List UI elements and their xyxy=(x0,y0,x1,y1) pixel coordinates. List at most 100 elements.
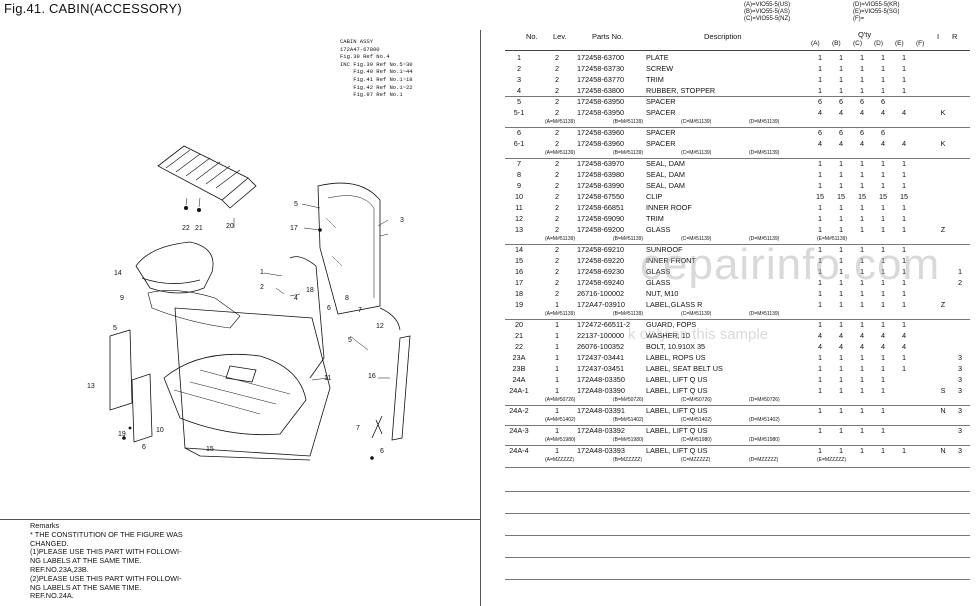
cell-qty: 1 xyxy=(838,375,844,384)
cell-ref-no: 8 xyxy=(516,170,522,179)
cell-qty: 1 xyxy=(817,353,823,362)
serial-range-cell: (C=M#50726) xyxy=(681,397,712,403)
cell-interchange: Z xyxy=(940,225,946,234)
serial-range-cell: (A=M#51139) xyxy=(545,311,576,317)
cell-remark: 3 xyxy=(957,364,963,373)
callout-14: 14 xyxy=(114,270,122,277)
cell-qty: 1 xyxy=(880,256,886,265)
cell-interchange: Z xyxy=(940,300,946,309)
cell-qty: 1 xyxy=(901,320,907,329)
cell-qty: 1 xyxy=(880,289,886,298)
cell-qty: 6 xyxy=(838,97,844,106)
cell-qty: 1 xyxy=(838,364,844,373)
serial-range-cell: (A=M#50726) xyxy=(545,397,576,403)
cell-part-no: 172458-63800 xyxy=(577,86,625,95)
serial-range-cell: (D=M#51139) xyxy=(749,236,780,242)
cell-ref-no: 23A xyxy=(512,353,526,362)
cell-qty: 1 xyxy=(859,364,865,373)
table-header-rule xyxy=(505,50,970,51)
table-rule xyxy=(505,319,970,320)
cell-level: 1 xyxy=(555,342,560,351)
table-rule xyxy=(505,467,970,468)
cell-ref-no: 13 xyxy=(514,225,524,234)
cell-qty: 1 xyxy=(901,300,907,309)
cell-qty: 1 xyxy=(859,446,865,455)
cell-qty: 4 xyxy=(880,342,886,351)
reference-line: Fig.97 Ref No.1 xyxy=(340,91,403,99)
cell-description: SEAL, DAM xyxy=(646,159,685,168)
model-legend-item: (A)=VIO55-5(US) xyxy=(744,2,791,8)
cell-qty: 4 xyxy=(880,108,886,117)
header-model-f: (F) xyxy=(916,40,925,47)
cell-qty: 1 xyxy=(901,53,907,62)
cell-qty: 1 xyxy=(817,426,823,435)
header-model-e: (E) xyxy=(895,40,904,47)
cell-part-no: 172458-63960 xyxy=(577,139,625,148)
cell-qty: 1 xyxy=(838,300,844,309)
cell-qty: 1 xyxy=(817,64,823,73)
cell-part-no: 172458-63980 xyxy=(577,170,625,179)
cell-qty: 1 xyxy=(859,159,865,168)
cell-level: 1 xyxy=(555,386,560,395)
cell-qty: 1 xyxy=(838,446,844,455)
cell-part-no: 172458-69200 xyxy=(577,225,625,234)
table-rule xyxy=(505,535,970,536)
cell-remark: 3 xyxy=(957,386,963,395)
cell-qty: 1 xyxy=(817,386,823,395)
serial-range-cell: (D=M#51139) xyxy=(749,150,780,156)
model-legend-item: (C)=VIO55-5(NZ) xyxy=(744,16,791,23)
cell-level: 2 xyxy=(555,97,560,106)
cell-qty: 1 xyxy=(817,289,823,298)
serial-range-cell: (C=M#51139) xyxy=(681,236,712,242)
cell-qty: 4 xyxy=(901,331,907,340)
cell-part-no: 172458-63770 xyxy=(577,75,625,84)
cell-level: 2 xyxy=(555,170,560,179)
cell-qty: 1 xyxy=(817,375,823,384)
callout-7-top: 7 xyxy=(358,307,362,314)
callout-21: 21 xyxy=(195,225,203,232)
cell-remark: 3 xyxy=(957,446,963,455)
cell-qty: 4 xyxy=(838,342,844,351)
serial-range-cell: (C=M#51402) xyxy=(681,417,712,423)
cell-ref-no: 10 xyxy=(514,192,524,201)
table-rule xyxy=(505,579,970,580)
cell-level: 2 xyxy=(555,139,560,148)
cell-qty: 6 xyxy=(880,128,886,137)
cell-description: LABEL, SEAT BELT US xyxy=(646,364,723,373)
cell-qty: 1 xyxy=(880,406,886,415)
cell-description: GLASS xyxy=(646,225,671,234)
cell-qty: 1 xyxy=(817,245,823,254)
cell-level: 2 xyxy=(555,289,560,298)
cell-qty: 1 xyxy=(859,289,865,298)
table-rule xyxy=(505,425,970,426)
cell-ref-no: 3 xyxy=(516,75,522,84)
cell-qty: 1 xyxy=(880,225,886,234)
cell-qty: 4 xyxy=(901,342,907,351)
cell-level: 2 xyxy=(555,159,560,168)
cell-qty: 4 xyxy=(859,331,865,340)
cell-qty: 1 xyxy=(880,364,886,373)
cell-qty: 1 xyxy=(901,86,907,95)
cell-qty: 1 xyxy=(901,170,907,179)
cell-qty: 4 xyxy=(880,139,886,148)
cell-qty: 1 xyxy=(859,181,865,190)
cell-ref-no: 23B xyxy=(512,364,526,373)
cell-level: 2 xyxy=(555,245,560,254)
serial-range-cell: (A=M#51139) xyxy=(545,150,576,156)
cell-part-no: 172458-63730 xyxy=(577,64,625,73)
serial-range-row: (A=M#51402)(B=M#51402)(C=M#51402)(D=M#51… xyxy=(505,416,970,425)
cell-interchange: K xyxy=(940,108,946,117)
cell-ref-no: 4 xyxy=(516,86,522,95)
cell-qty: 1 xyxy=(901,278,907,287)
cell-qty: 6 xyxy=(838,128,844,137)
cell-qty: 1 xyxy=(880,86,886,95)
cell-qty: 1 xyxy=(859,375,865,384)
cell-qty: 1 xyxy=(880,300,886,309)
cell-description: INNER ROOF xyxy=(646,203,692,212)
